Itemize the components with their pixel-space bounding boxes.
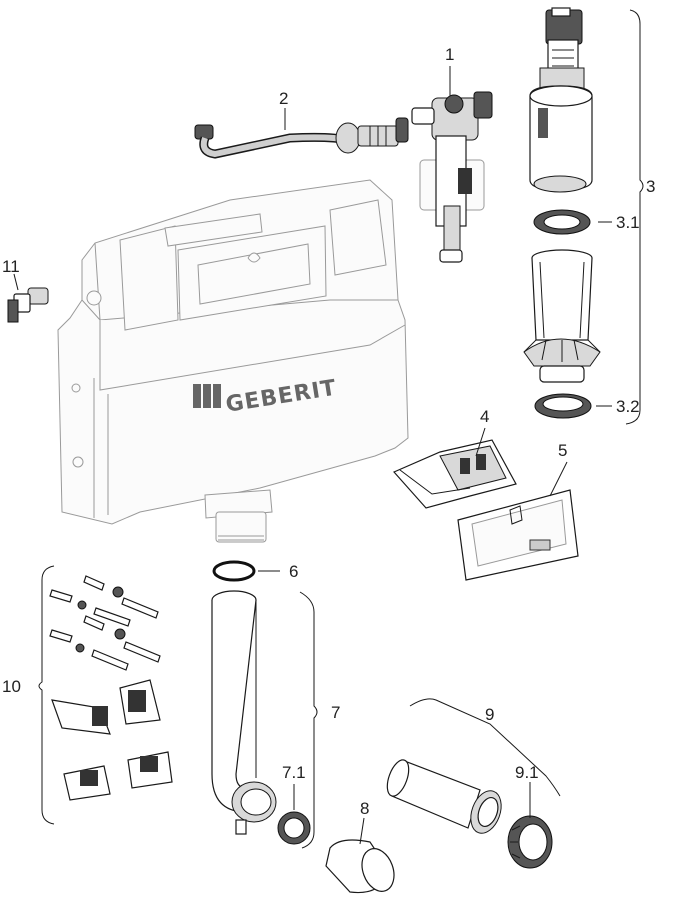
part-10-fixing-set	[49, 575, 173, 801]
part-7-flush-bend	[211, 590, 277, 835]
part-11-angle-valve	[7, 287, 49, 323]
callout-2: 2	[279, 89, 288, 108]
callout-5: 5	[558, 441, 567, 460]
part-8-protective-cap	[325, 839, 395, 894]
part-3-flush-valve	[529, 7, 593, 193]
callout-3-2: 3.2	[616, 397, 640, 416]
part-2-supply-hose	[194, 117, 409, 159]
leader-lines	[13, 9, 644, 849]
part-7-1-seal	[277, 811, 311, 845]
part-9-1-adapter	[507, 815, 553, 869]
callout-3: 3	[646, 177, 655, 196]
part-9-connector-pipe	[386, 759, 502, 834]
callout-8: 8	[360, 799, 369, 818]
part-3-2-gasket	[534, 393, 592, 419]
callout-9-1: 9.1	[515, 763, 539, 782]
part-4-bracket	[393, 439, 517, 509]
part-5-frame	[457, 489, 579, 581]
cistern: GEBERIT	[57, 179, 409, 543]
part-1-fill-valve	[411, 91, 493, 263]
callout-6: 6	[289, 562, 298, 581]
part-6-seal	[212, 560, 256, 582]
callout-9: 9	[485, 705, 494, 724]
part-3-overflow	[523, 249, 601, 383]
callout-1: 1	[445, 45, 454, 64]
part-3-1-seal	[533, 209, 591, 235]
callout-4: 4	[480, 407, 489, 426]
callout-3-1: 3.1	[616, 213, 640, 232]
callout-7: 7	[331, 703, 340, 722]
callout-10: 10	[2, 677, 21, 696]
callout-labels: 1 2 3 3.1 3.2 4 5 6 7 7.1 8 9 9.1 10 11	[2, 45, 655, 818]
callout-7-1: 7.1	[282, 763, 306, 782]
callout-11: 11	[2, 257, 20, 276]
